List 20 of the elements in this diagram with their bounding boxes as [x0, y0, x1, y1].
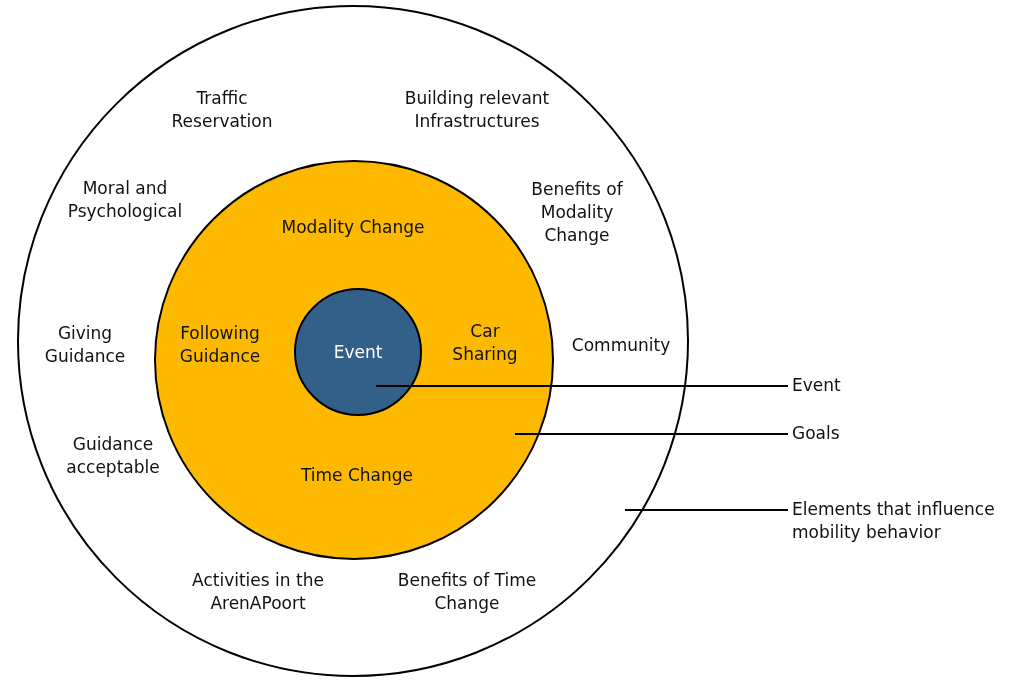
- ring-label: Activities in the ArenAPoort: [191, 569, 325, 615]
- ring-label: Following Guidance: [178, 322, 262, 368]
- ring-label: Benefits of Time Change: [397, 569, 537, 615]
- callout-text: Event: [792, 374, 841, 397]
- callout-text: Goals: [792, 422, 840, 445]
- ring-label: Modality Change: [281, 215, 425, 239]
- ring-label: Car Sharing: [451, 320, 519, 366]
- ring-label: Building relevant Infrastructures: [403, 87, 551, 133]
- leader-line: [624, 509, 789, 511]
- callout-text: Elements that influence mobility behavior: [792, 498, 1020, 544]
- ring-label: Time Change: [300, 463, 414, 487]
- ring-label: Benefits of Modality Change: [530, 177, 624, 247]
- ring-label: Moral and Psychological: [66, 177, 184, 223]
- ring-label: Community: [571, 333, 671, 357]
- circle-label: Event: [333, 342, 383, 362]
- ring-label: Giving Guidance: [43, 322, 127, 368]
- leader-line: [514, 433, 789, 435]
- ring-label: Guidance acceptable: [65, 433, 161, 479]
- ring-label: Traffic Reservation: [170, 87, 274, 133]
- leader-line: [375, 385, 789, 387]
